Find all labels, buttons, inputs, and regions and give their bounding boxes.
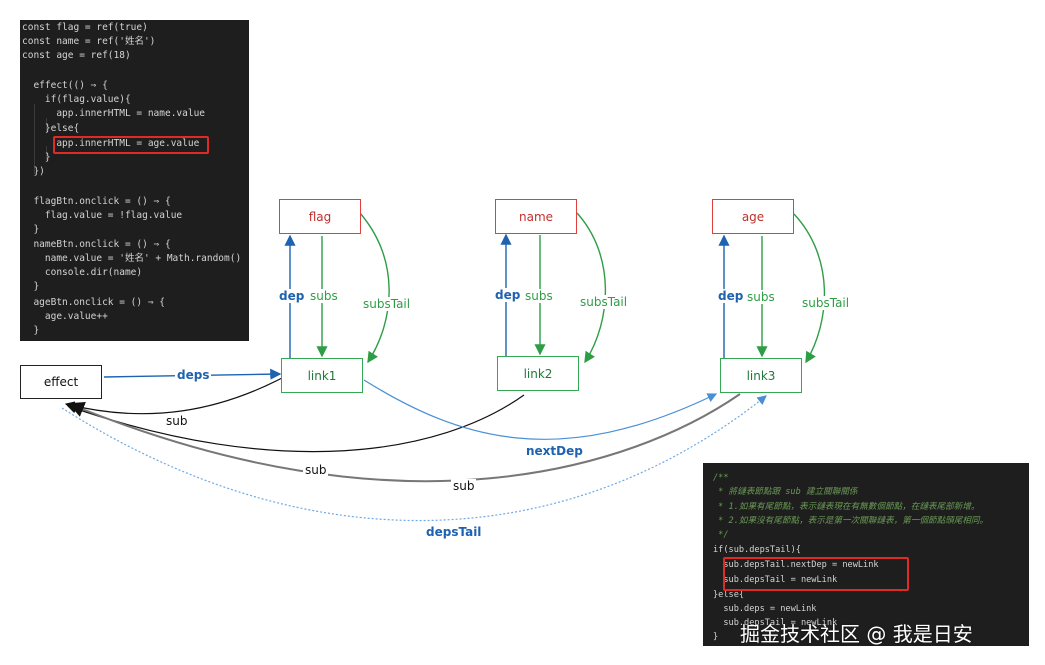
code-line: const name = ref('姓名') [22, 36, 156, 47]
sub-arrow-link1 [64, 377, 283, 415]
code-line: const flag = ref(true) [22, 22, 148, 33]
label-sub-link3: sub [451, 479, 477, 493]
code-line: if(flag.value){ [22, 94, 131, 105]
label-dep-flag: dep [277, 289, 307, 303]
code-line: age.value++ [22, 311, 108, 322]
code-line: app.innerHTML = age.value [22, 138, 200, 149]
substail-arrow-flag [359, 212, 390, 364]
label-substail-age: subsTail [800, 296, 852, 310]
sub-arrow-link3 [68, 393, 741, 483]
code-line: } [22, 325, 40, 336]
depstail-arrow [61, 395, 767, 522]
link-node-1: link1 [281, 358, 363, 393]
effect-node: effect [20, 365, 102, 399]
code-line: const age = ref(18) [22, 50, 131, 61]
code-line: /** [713, 473, 729, 483]
substail-arrow-age [793, 213, 826, 364]
dep-node-name: name [495, 199, 577, 234]
sub-arrow-link2 [66, 394, 525, 453]
indent-guide [46, 118, 47, 132]
code-line: }else{ [22, 123, 80, 134]
label-subs-name: subs [523, 289, 555, 303]
link-node-2: link2 [497, 356, 579, 391]
code-line: effect(() ⇒ { [22, 80, 108, 91]
code-line: } [22, 281, 40, 292]
code-line: * 將鏈表節點跟 sub 建立關聯關係 [713, 487, 858, 497]
label-dep-age: dep [716, 289, 746, 303]
label-deps: deps [175, 368, 212, 382]
substail-arrow-name [576, 212, 607, 364]
code-line: }else{ [713, 590, 745, 600]
code-line: sub.deps = newLink [713, 604, 817, 614]
code-panel-link: /** * 將鏈表節點跟 sub 建立關聯關係 * 1.如果有尾節點，表示鏈表現… [703, 463, 1029, 646]
code-line: */ [713, 530, 729, 540]
code-line: * 2.如果沒有尾節點，表示是第一次關聯鏈表，第一個節點頭尾相同。 [713, 516, 989, 526]
code-line: nameBtn.onclick = () ⇒ { [22, 239, 171, 250]
highlight-box [723, 557, 909, 591]
link-node-3: link3 [720, 358, 802, 393]
label-subs-age: subs [745, 290, 777, 304]
label-nextdep: nextDep [524, 444, 585, 458]
code-panel-effect: const flag = ref(true) const name = ref(… [20, 20, 249, 341]
code-line: }) [22, 166, 45, 177]
label-subs-flag: subs [308, 289, 340, 303]
code-line: if(sub.depsTail){ [713, 545, 801, 555]
code-line: sub.depsTail = newLink [713, 618, 838, 628]
highlight-box [53, 136, 209, 154]
label-sub-link2: sub [303, 463, 329, 477]
indent-guide [46, 146, 47, 160]
code-line: * 1.如果有尾節點，表示鏈表現在有無數個節點，在鏈表尾部新增。 [713, 502, 980, 512]
code-line: ageBtn.onclick = () ⇒ { [22, 297, 165, 308]
dep-node-flag: flag [279, 199, 361, 234]
code-line: } [22, 152, 51, 163]
watermark: 掘金技术社区 @ 我是日安 [740, 622, 973, 646]
label-substail-flag: subsTail [361, 297, 413, 311]
dep-node-age: age [712, 199, 794, 234]
label-depstail: depsTail [424, 525, 484, 539]
label-sub-link1: sub [164, 414, 190, 428]
nextdep-arrow [363, 379, 718, 440]
code-line: } [22, 224, 40, 235]
code-line: sub.depsTail.nextDep = newLink [713, 560, 879, 570]
code-line: sub.depsTail = newLink [713, 575, 838, 585]
code-line: } [713, 632, 719, 642]
label-dep-name: dep [493, 288, 523, 302]
code-line: console.dir(name) [22, 267, 143, 278]
indent-guide [34, 104, 35, 174]
code-line: name.value = '姓名' + Math.random() [22, 253, 242, 264]
code-line: flag.value = !flag.value [22, 210, 183, 221]
code-line: app.innerHTML = name.value [22, 108, 206, 119]
label-substail-name: subsTail [578, 295, 630, 309]
code-line: flagBtn.onclick = () ⇒ { [22, 196, 171, 207]
